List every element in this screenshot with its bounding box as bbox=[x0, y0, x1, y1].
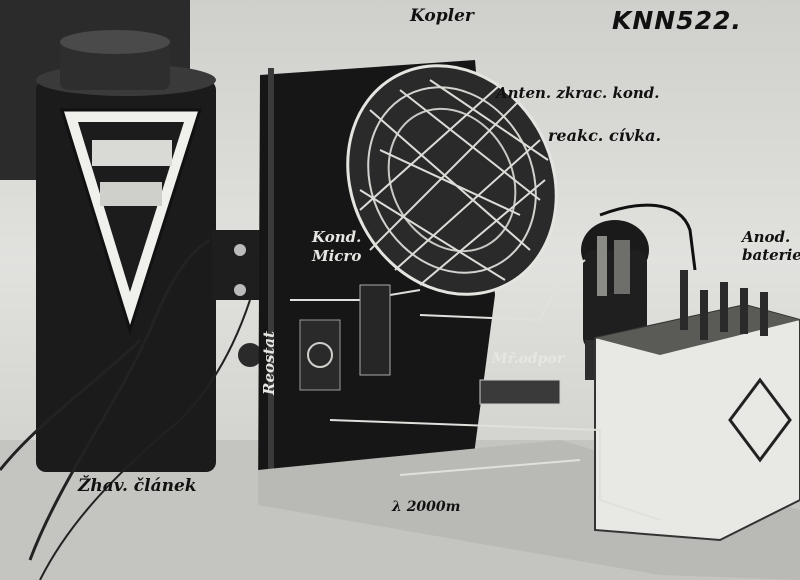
label-grid-resistor: Mř.odpor bbox=[492, 351, 565, 367]
battery-wire bbox=[0, 338, 142, 471]
anode-battery bbox=[594, 270, 800, 542]
coupler-coil bbox=[346, 64, 558, 296]
catalog-number: KNN522. bbox=[612, 6, 742, 35]
label-wavelength: λ 2000m bbox=[392, 499, 461, 515]
label-rheostat: Reostat bbox=[260, 330, 278, 395]
label-reaction-coil: reakc. cívka. bbox=[548, 126, 662, 145]
wire bbox=[329, 419, 661, 521]
label-antenna-condenser: Anten. zkrac. kond. bbox=[496, 84, 660, 102]
terminal-screw bbox=[234, 284, 246, 296]
wire bbox=[399, 459, 581, 476]
rheostat bbox=[299, 319, 341, 391]
terminal-screw bbox=[234, 244, 246, 256]
label-anode-battery: Anod. baterie bbox=[742, 228, 800, 264]
label-kopler: Kopler bbox=[410, 6, 474, 26]
grid-resistor bbox=[479, 379, 561, 405]
battery-wire bbox=[28, 238, 211, 561]
heating-cell-battery bbox=[36, 30, 216, 472]
panel-edge bbox=[268, 68, 274, 504]
knob bbox=[238, 343, 262, 367]
label-micro-condenser: Kond. Micro bbox=[312, 228, 362, 265]
battery-wire bbox=[39, 299, 251, 580]
wire bbox=[599, 203, 697, 271]
wire bbox=[419, 259, 586, 322]
micro-condenser bbox=[359, 284, 391, 376]
label-heating-cell: Žhav. článek bbox=[78, 476, 197, 496]
